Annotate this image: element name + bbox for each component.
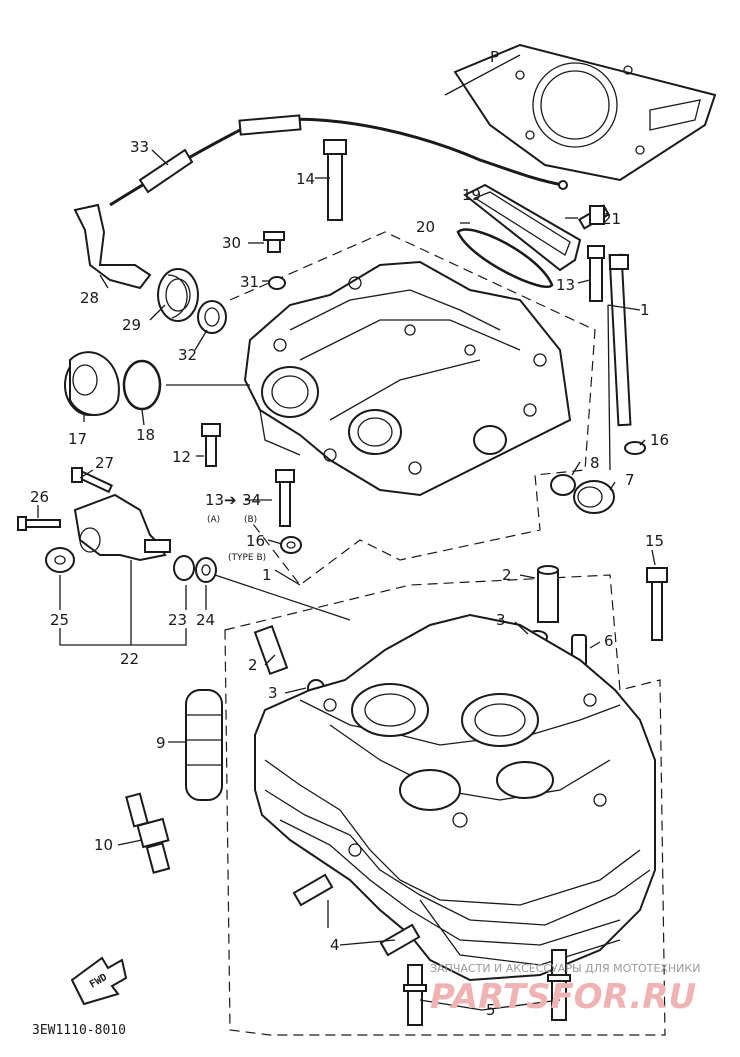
label-20: 20 [416, 218, 435, 236]
label-24: 24 [196, 611, 215, 629]
label-22: 22 [120, 650, 139, 668]
label-25: 25 [50, 611, 69, 629]
label-type-b: (B) [244, 515, 257, 525]
o-ring-8 [550, 474, 576, 496]
long-bolts-13 [587, 245, 632, 427]
o-ring-20 [456, 228, 554, 288]
bolt-27 [71, 467, 114, 494]
assembly-boundary-upper [229, 231, 596, 586]
washer-31 [268, 276, 286, 290]
part-labels: 33 14 30 31 28 29 32 17 18 12 13 ➔ 34 (A… [30, 138, 669, 1019]
label-3-right: 3 [496, 611, 506, 629]
label-4: 4 [330, 936, 340, 954]
label-7: 7 [625, 471, 635, 489]
label-arrow-glyph: ➔ [224, 491, 237, 509]
label-23: 23 [168, 611, 187, 629]
label-21: 21 [602, 210, 621, 228]
gasket-dimension-line [444, 54, 521, 96]
label-3-left: 3 [268, 684, 278, 702]
label-28: 28 [80, 289, 99, 307]
valve-guide-2-right [537, 565, 559, 623]
gasket-p-label: P [490, 48, 499, 66]
bolt-30 [263, 231, 285, 253]
label-13-right: 13 [556, 276, 575, 294]
spark-plug-cap-9 [185, 689, 223, 801]
fwd-arrow-icon: FWD [70, 956, 128, 1006]
label-10: 10 [94, 836, 113, 854]
cylinder-head [254, 613, 656, 982]
label-34: 34 [242, 491, 261, 509]
washer-16-left [280, 536, 302, 554]
bolt-34 [275, 469, 295, 527]
bolt-12 [201, 423, 221, 467]
label-32: 32 [178, 346, 197, 364]
label-31: 31 [240, 273, 259, 291]
cover-gasket-19 [463, 183, 582, 272]
label-18: 18 [136, 426, 155, 444]
stud-5-left [403, 964, 427, 1026]
bolt-26 [17, 516, 61, 531]
label-8: 8 [590, 454, 600, 472]
label-12: 12 [172, 448, 191, 466]
label-2-left: 2 [248, 656, 258, 674]
tachometer-cable [109, 114, 568, 207]
stud-4-right [379, 923, 421, 957]
plug-17 [64, 351, 120, 416]
bolt-21 [578, 204, 610, 230]
oil-seal-29 [157, 268, 199, 322]
plug-7 [573, 480, 615, 514]
watermark-text: ЗАПЧАСТИ И АКСЕССУАРЫ ДЛЯ МОТОТЕХНИКИ [430, 962, 700, 975]
label-16-right: 16 [650, 431, 669, 449]
label-26: 26 [30, 488, 49, 506]
head-bolt-14 [323, 139, 347, 221]
assembly-boundary-lower [224, 574, 666, 1036]
cap-24 [195, 557, 217, 583]
label-type-b-full: (TYPE B) [228, 553, 266, 563]
label-6: 6 [604, 632, 614, 650]
label-1-right: 1 [640, 301, 650, 319]
label-29: 29 [122, 316, 141, 334]
o-ring-18 [122, 359, 162, 411]
valve-guide-2-left [253, 624, 289, 676]
label-13-arrow: 13 [205, 491, 224, 509]
label-30: 30 [222, 234, 241, 252]
label-19: 19 [462, 186, 481, 204]
cylinder-head-cover [243, 260, 572, 497]
leader-lines [37, 149, 656, 1011]
label-14: 14 [296, 170, 315, 188]
label-33: 33 [130, 138, 149, 156]
label-9: 9 [156, 734, 166, 752]
washer-25 [45, 547, 75, 573]
o-ring-23 [173, 555, 195, 581]
cam-chain-tensioner-22 [73, 493, 171, 562]
watermark-logo: PARTSFOR.RU [430, 977, 696, 1017]
label-15: 15 [645, 532, 664, 550]
label-type-a: (A) [207, 515, 220, 525]
label-27: 27 [95, 454, 114, 472]
stud-5-right [547, 949, 571, 1021]
spark-plug-10 [125, 792, 171, 874]
diagram-code: 3EW1110-8010 [32, 1023, 126, 1038]
head-gasket: P [444, 43, 717, 182]
stud-4-left [292, 873, 334, 907]
bolt-15 [646, 567, 668, 641]
label-17: 17 [68, 430, 87, 448]
label-1-left: 1 [262, 566, 272, 584]
drive-gear-28 [73, 203, 152, 290]
label-16-left: 16 [246, 532, 265, 550]
label-2-right: 2 [502, 566, 512, 584]
label-5: 5 [486, 1001, 496, 1019]
seal-32 [197, 300, 227, 334]
